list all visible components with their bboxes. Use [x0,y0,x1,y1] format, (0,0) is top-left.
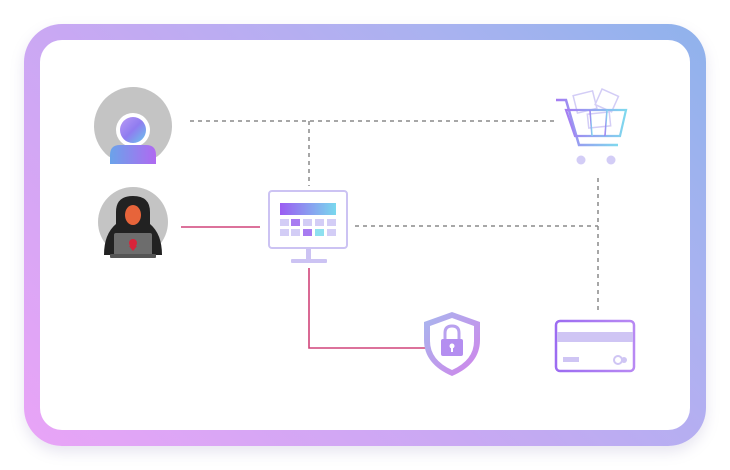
user-avatar-icon [94,87,172,165]
security-lock-shield-icon [424,312,480,376]
credit-card-icon [554,319,636,373]
hacker-laptop-icon [98,187,168,258]
edge-terminal-shield [308,268,426,349]
computer-monitor-icon [268,190,348,263]
shopping-cart-icon [556,88,628,165]
